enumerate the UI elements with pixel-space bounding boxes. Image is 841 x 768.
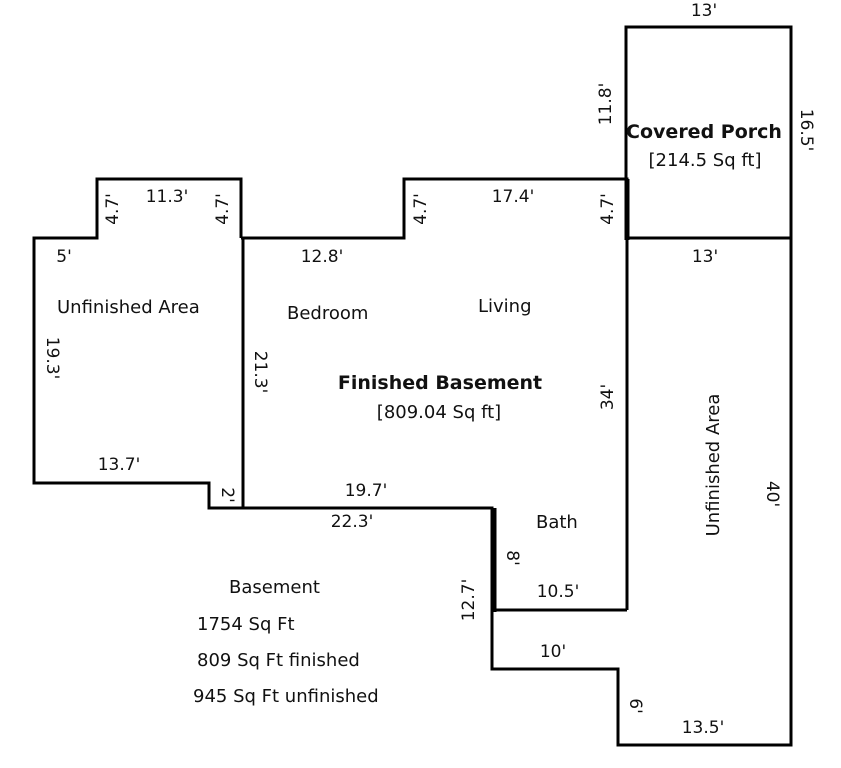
room-label-bedroom: Bedroom: [287, 303, 368, 324]
room-label-unfinished-left: Unfinished Area: [57, 297, 200, 318]
dim-lower-10: 10': [540, 642, 566, 662]
dim-porch-top: 13': [691, 1, 717, 21]
dim-right-inner: 34': [598, 384, 618, 410]
finished-basement-title: Finished Basement: [338, 372, 542, 394]
dim-bottom-13-5: 13.5': [682, 718, 725, 738]
dim-porch-bottom: 13': [692, 247, 718, 267]
dim-bedroom-top: 12.8': [301, 247, 344, 267]
dim-left-notch-top: 11.3': [146, 187, 189, 207]
summary-finished: 809 Sq Ft finished: [197, 650, 360, 671]
dim-bath-8: 8': [502, 550, 522, 566]
dim-left-bottom: 13.7': [98, 455, 141, 475]
dim-bedroom-side: 21.3': [250, 351, 270, 394]
finished-basement-wall: [241, 177, 629, 240]
dim-left-notch-left: 4.7': [103, 193, 123, 225]
summary-title: Basement: [229, 577, 320, 598]
room-label-living: Living: [478, 296, 532, 317]
room-label-bath: Bath: [536, 512, 578, 533]
dim-center-notch-top: 17.4': [492, 187, 535, 207]
dim-right-outer: 40': [762, 481, 782, 507]
dim-step-12-7: 12.7': [459, 579, 479, 622]
dim-lower-6: 6': [625, 698, 645, 714]
dim-porch-left: 11.8': [596, 83, 616, 126]
porch-title: Covered Porch: [626, 121, 782, 143]
dim-bath-10-5: 10.5': [537, 582, 580, 602]
dim-step-2: 2': [217, 487, 237, 503]
dim-porch-right: 16.5': [796, 109, 816, 152]
dim-left-top: 5': [56, 247, 72, 267]
dim-mid-19-7: 19.7': [345, 481, 388, 501]
dim-center-notch-right: 4.7': [598, 193, 618, 225]
summary-total: 1754 Sq Ft: [197, 614, 295, 635]
left-unfinished-wall: [32, 177, 245, 510]
room-label-unfinished-right: Unfinished Area: [703, 394, 724, 537]
dim-left-side: 19.3': [42, 337, 62, 380]
dim-center-notch-left: 4.7': [411, 193, 431, 225]
dim-mid-22-3: 22.3': [331, 512, 374, 532]
porch-area: [214.5 Sq ft]: [649, 150, 762, 171]
summary-unfinished: 945 Sq Ft unfinished: [193, 686, 379, 707]
finished-basement-area: [809.04 Sq ft]: [377, 402, 501, 423]
dim-left-notch-right: 4.7': [213, 193, 233, 225]
